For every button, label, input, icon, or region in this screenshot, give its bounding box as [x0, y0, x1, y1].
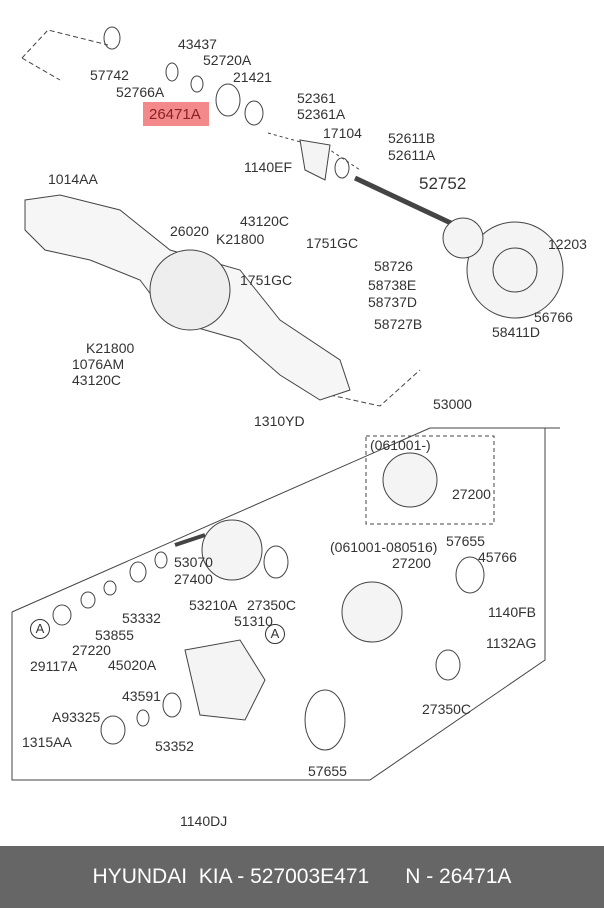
footer-bar: HYUNDAI KIA - 527003E471 N - 26471A [0, 846, 604, 908]
part-label[interactable]: 51310 [234, 613, 273, 629]
diagram-drawing [11, 26, 564, 781]
part-label[interactable]: 1132AG [486, 635, 537, 651]
reference-marker-a: A [265, 624, 285, 644]
part-label[interactable]: 26020 [170, 223, 209, 239]
dashed-outline [21, 29, 109, 59]
part-label[interactable]: 21421 [233, 69, 272, 85]
part-label[interactable]: K21800 [216, 231, 265, 247]
part-label[interactable]: 17104 [323, 125, 362, 141]
part-label[interactable]: 1310YD [254, 413, 305, 429]
part-label[interactable]: 52611A [388, 147, 436, 163]
part-label[interactable]: 45766 [478, 549, 517, 565]
oem-part-number: N - 26471A [405, 865, 512, 888]
part-label[interactable]: 58411D [492, 324, 541, 340]
part-label[interactable]: 12203 [548, 236, 587, 252]
part-label[interactable]: 27350C [247, 597, 297, 613]
part-label[interactable]: 43120C [240, 213, 290, 229]
part-label[interactable]: 57742 [90, 67, 129, 83]
part-label[interactable]: 58727B [374, 316, 423, 332]
part-label[interactable]: 53332 [122, 610, 161, 626]
part-label[interactable]: 57655 [446, 533, 485, 549]
part-label[interactable]: 29117A [30, 658, 78, 674]
brake-disc [466, 221, 564, 319]
version-label: (061001-) [370, 437, 431, 453]
part-label[interactable]: 43120C [72, 372, 122, 388]
part-label[interactable]: 52611B [388, 130, 436, 146]
part-label[interactable]: A93325 [52, 709, 101, 725]
brand-part-number: HYUNDAI KIA - 527003E471 [92, 865, 370, 888]
part-label[interactable]: 57655 [308, 763, 347, 779]
part-label[interactable]: K21800 [86, 340, 135, 356]
part-label[interactable]: 52752 [419, 174, 467, 193]
part-label[interactable]: 53000 [433, 396, 472, 412]
part-label[interactable]: 27220 [72, 642, 111, 658]
part-label[interactable]: 1014AA [48, 171, 98, 187]
part-label[interactable]: 52720A [203, 52, 252, 68]
part-label[interactable]: 1140FB [488, 604, 536, 620]
part-label[interactable]: 1076AM [72, 356, 125, 372]
part-label[interactable]: 1140EF [244, 159, 292, 175]
part-label[interactable]: 1140DJ [180, 813, 228, 829]
version-label: (061001-080516) [330, 539, 438, 555]
part-label[interactable]: 27350C [422, 701, 472, 717]
part-label[interactable]: 27400 [174, 571, 213, 587]
part-label[interactable]: 53210A [189, 597, 238, 613]
parts-diagram: 26471A 57742 52766A 43437 52720A 21421 5… [11, 26, 587, 829]
reference-marker-a: A [30, 619, 50, 639]
part-label[interactable]: 58738E [368, 277, 417, 293]
part-label[interactable]: 58737D [368, 294, 418, 310]
part-label[interactable]: 53855 [95, 627, 134, 643]
part-label[interactable]: 27200 [392, 555, 431, 571]
part-label[interactable]: 52361A [297, 106, 346, 122]
part-label[interactable]: 56766 [534, 309, 573, 325]
part-label[interactable]: 43591 [122, 688, 161, 704]
part-label[interactable]: 43437 [178, 36, 217, 52]
part-label[interactable]: 53352 [155, 738, 194, 754]
differential-frame [11, 427, 560, 613]
part-label[interactable]: 53070 [174, 554, 213, 570]
part-label[interactable]: 58726 [374, 258, 413, 274]
part-label[interactable]: 1751GC [240, 272, 293, 288]
part-label[interactable]: 52766A [116, 84, 165, 100]
part-label[interactable]: 27200 [452, 486, 491, 502]
part-number-26471A: 26471A [149, 106, 201, 123]
part-label[interactable]: 52361 [297, 90, 336, 106]
highlighted-part-label[interactable]: 26471A [143, 102, 209, 126]
part-label[interactable]: 1315AA [22, 734, 72, 750]
part-label[interactable]: 45020A [108, 657, 157, 673]
part-label[interactable]: 1751GC [306, 235, 359, 251]
